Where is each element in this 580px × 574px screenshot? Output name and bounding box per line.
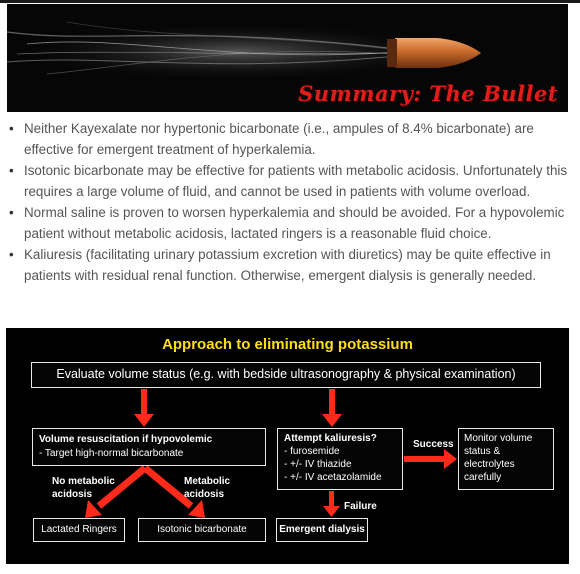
kaliuresis-box: Attempt kaliuresis? - furosemide - +/- I… — [277, 428, 403, 490]
flowchart-arrows — [85, 389, 457, 518]
monitor-line: carefully — [464, 472, 502, 483]
arrow-to-lactated — [85, 500, 102, 518]
bullet-isotonic-bicarbonate: Isotonic bicarbonate may be effective fo… — [9, 160, 580, 202]
no-acidosis-line: No metabolic — [52, 476, 115, 487]
kaliuresis-item: - +/- IV acetazolamide — [284, 472, 382, 483]
bullet-normal-saline: Normal saline is proven to worsen hyperk… — [9, 202, 580, 244]
kaliuresis-box-title: Attempt kaliuresis? — [284, 433, 377, 444]
arrow-failure — [329, 491, 334, 507]
volume-resuscitation-box: Volume resuscitation if hypovolemic - Ta… — [32, 428, 266, 466]
volume-box-sub: - Target high-normal bicarbonate — [39, 448, 184, 459]
top-border — [0, 0, 580, 3]
kaliuresis-item: - +/- IV thiazide — [284, 459, 352, 470]
monitor-line: status & — [464, 446, 501, 457]
potassium-flowchart: Approach to eliminating potassium Evalua… — [6, 328, 569, 564]
arrow-down-left — [141, 389, 147, 415]
arrow-to-isotonic — [188, 500, 205, 518]
bullet-banner: Summary: The Bullet — [7, 4, 568, 112]
bullet-trail-illustration — [7, 21, 481, 82]
acidosis-line: Metabolic — [184, 476, 231, 487]
success-label: Success — [413, 439, 454, 450]
acidosis-line: acidosis — [184, 489, 225, 500]
banner-title: Summary: The Bullet — [298, 81, 558, 106]
bullet-kayexalate: Neither Kayexalate nor hypertonic bicarb… — [9, 118, 580, 160]
monitor-line: electrolytes — [464, 459, 515, 470]
lactated-ringers-box: Lactated Ringers — [33, 518, 125, 542]
arrow-down-right — [329, 389, 335, 415]
evaluate-volume-box: Evaluate volume status (e.g. with bedsid… — [31, 362, 541, 388]
no-acidosis-line: acidosis — [52, 489, 93, 500]
failure-label: Failure — [344, 501, 377, 512]
monitor-box: Monitor volume status & electrolytes car… — [458, 428, 554, 490]
flowchart-title: Approach to eliminating potassium — [162, 336, 413, 353]
volume-box-title: Volume resuscitation if hypovolemic — [39, 434, 213, 445]
kaliuresis-item: - furosemide — [284, 446, 340, 457]
summary-bullet-list: Neither Kayexalate nor hypertonic bicarb… — [7, 118, 580, 286]
no-acidosis-label: No metabolic acidosis — [52, 475, 115, 501]
monitor-line: Monitor volume — [464, 433, 533, 444]
isotonic-bicarbonate-box: Isotonic bicarbonate — [138, 518, 266, 542]
emergent-dialysis-box: Emergent dialysis — [276, 518, 368, 542]
acidosis-label: Metabolic acidosis — [184, 475, 230, 501]
bullet-kaliuresis: Kaliuresis (facilitating urinary potassi… — [9, 244, 580, 286]
arrow-success — [404, 456, 446, 462]
